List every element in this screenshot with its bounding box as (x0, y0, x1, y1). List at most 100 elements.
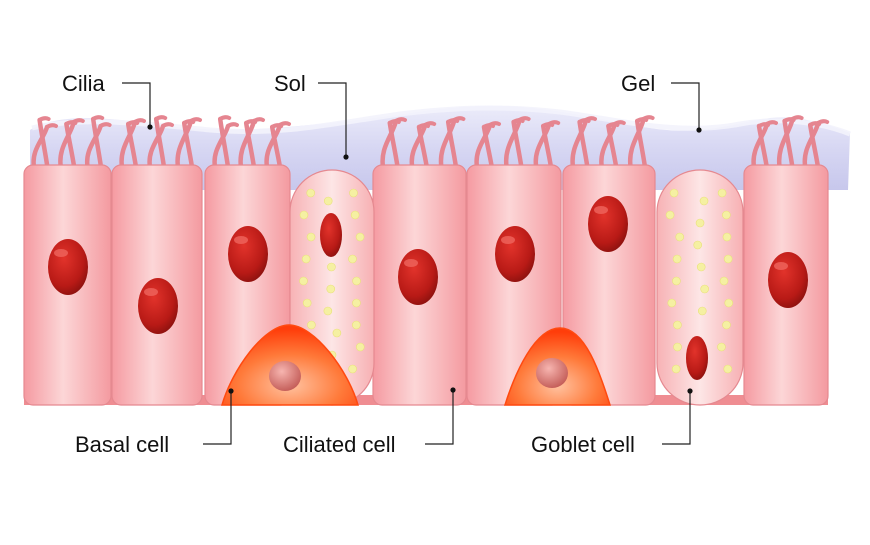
cilium-tip (218, 115, 232, 121)
mucus-granule (302, 298, 312, 308)
mucus-granule (349, 188, 358, 198)
cells (23, 164, 829, 406)
cilia (31, 115, 830, 170)
cilium (445, 119, 459, 170)
mucus-granule (693, 240, 703, 250)
sol-label: Sol (274, 71, 306, 96)
nucleus-highlight (501, 236, 515, 244)
mucus-granule (717, 188, 727, 198)
mucus-granule (673, 342, 682, 352)
mucus-granule (672, 276, 681, 286)
ciliated-cell-nucleus (495, 226, 535, 282)
basal-cell-label: Basal cell (75, 432, 169, 457)
cilium-tip (417, 123, 430, 129)
ciliated-cell-nucleus (398, 249, 438, 305)
cilium-tip (446, 118, 460, 124)
mucus-granule (348, 364, 357, 374)
cilium (751, 121, 770, 170)
nucleus-highlight (774, 262, 788, 270)
cilium (634, 118, 648, 170)
mucus-granule (307, 320, 316, 330)
cilium-tip (126, 120, 140, 126)
ciliated-cell-nucleus (768, 252, 808, 308)
nucleus-highlight (234, 236, 248, 244)
sol-leader (318, 82, 347, 157)
cilium (212, 123, 231, 170)
cilium (409, 122, 428, 170)
mucus-granule (665, 210, 675, 220)
mucus-granule (301, 254, 311, 264)
cilium-tip (161, 122, 174, 128)
mucus-granule (723, 364, 733, 374)
cilium-tip (541, 122, 555, 128)
cilium (238, 118, 257, 170)
mucus-granule (672, 254, 682, 264)
cilium (540, 123, 554, 170)
cilium (802, 120, 821, 170)
goblet-cell-nucleus (686, 336, 708, 380)
mucus-granule (671, 364, 681, 374)
mucus-granule (724, 298, 734, 308)
mucus-granule (332, 328, 342, 338)
mucus-granule (700, 284, 709, 294)
cilium (599, 121, 618, 170)
mucus-granule (352, 298, 361, 308)
cilium (776, 116, 795, 170)
cilium (175, 118, 194, 170)
cilium (243, 120, 257, 170)
sol-leader-dot (343, 154, 349, 160)
ciliated-cell-nucleus (138, 278, 178, 334)
mucus-granule (350, 210, 360, 220)
gel-leader (671, 82, 700, 130)
cilium (269, 124, 283, 170)
cilium (153, 116, 167, 170)
cilia-leader (122, 82, 151, 127)
mucus-granule (723, 254, 733, 264)
cilium-tip (98, 122, 112, 128)
ciliated-cell-leader-dot (450, 387, 456, 393)
mucus-granule (306, 188, 316, 198)
gel-label: Gel (621, 71, 655, 96)
mucus-granule (695, 218, 705, 228)
mucus-granule (699, 196, 709, 206)
ciliated-cell-label: Ciliated cell (283, 432, 396, 457)
cilium-tip (511, 118, 525, 124)
cilium (533, 121, 552, 170)
mucus-granule (299, 276, 308, 286)
cilium (474, 122, 493, 170)
cilium (147, 123, 166, 170)
ciliated-cell-nucleus (228, 226, 268, 282)
cilium (217, 116, 231, 170)
nucleus-highlight (144, 288, 158, 296)
cilium (387, 120, 400, 170)
mucus-granule (352, 276, 361, 286)
cilium (264, 122, 283, 170)
ciliated-cell-nucleus (588, 196, 628, 252)
mucus-granule (348, 254, 357, 264)
mucus-granule (306, 232, 316, 242)
goblet-cell-label: Goblet cell (531, 432, 635, 457)
mucus-granule (355, 232, 365, 242)
cilium (31, 124, 50, 170)
label-leaders (122, 82, 702, 445)
mucus-granule (667, 298, 677, 308)
mucus-granule (669, 188, 679, 198)
mucus-granule (323, 306, 333, 316)
cilium (64, 121, 77, 170)
mucus-granule (327, 262, 336, 272)
mucus-granule (717, 342, 726, 352)
cilia-leader-dot (147, 124, 153, 130)
mucus-granule (299, 210, 309, 220)
ciliated-cell-nucleus (48, 239, 88, 295)
basal-cell-leader-dot (228, 388, 234, 394)
cilium (90, 116, 104, 170)
cilium (503, 117, 522, 170)
cilium (606, 123, 619, 170)
mucus-granule (326, 284, 336, 294)
basal-cell-leader (203, 391, 232, 445)
cilium (380, 118, 399, 170)
cilium (416, 124, 430, 170)
cilium (181, 120, 195, 170)
cilium (438, 117, 457, 170)
mucus-gel-highlight (31, 105, 851, 137)
